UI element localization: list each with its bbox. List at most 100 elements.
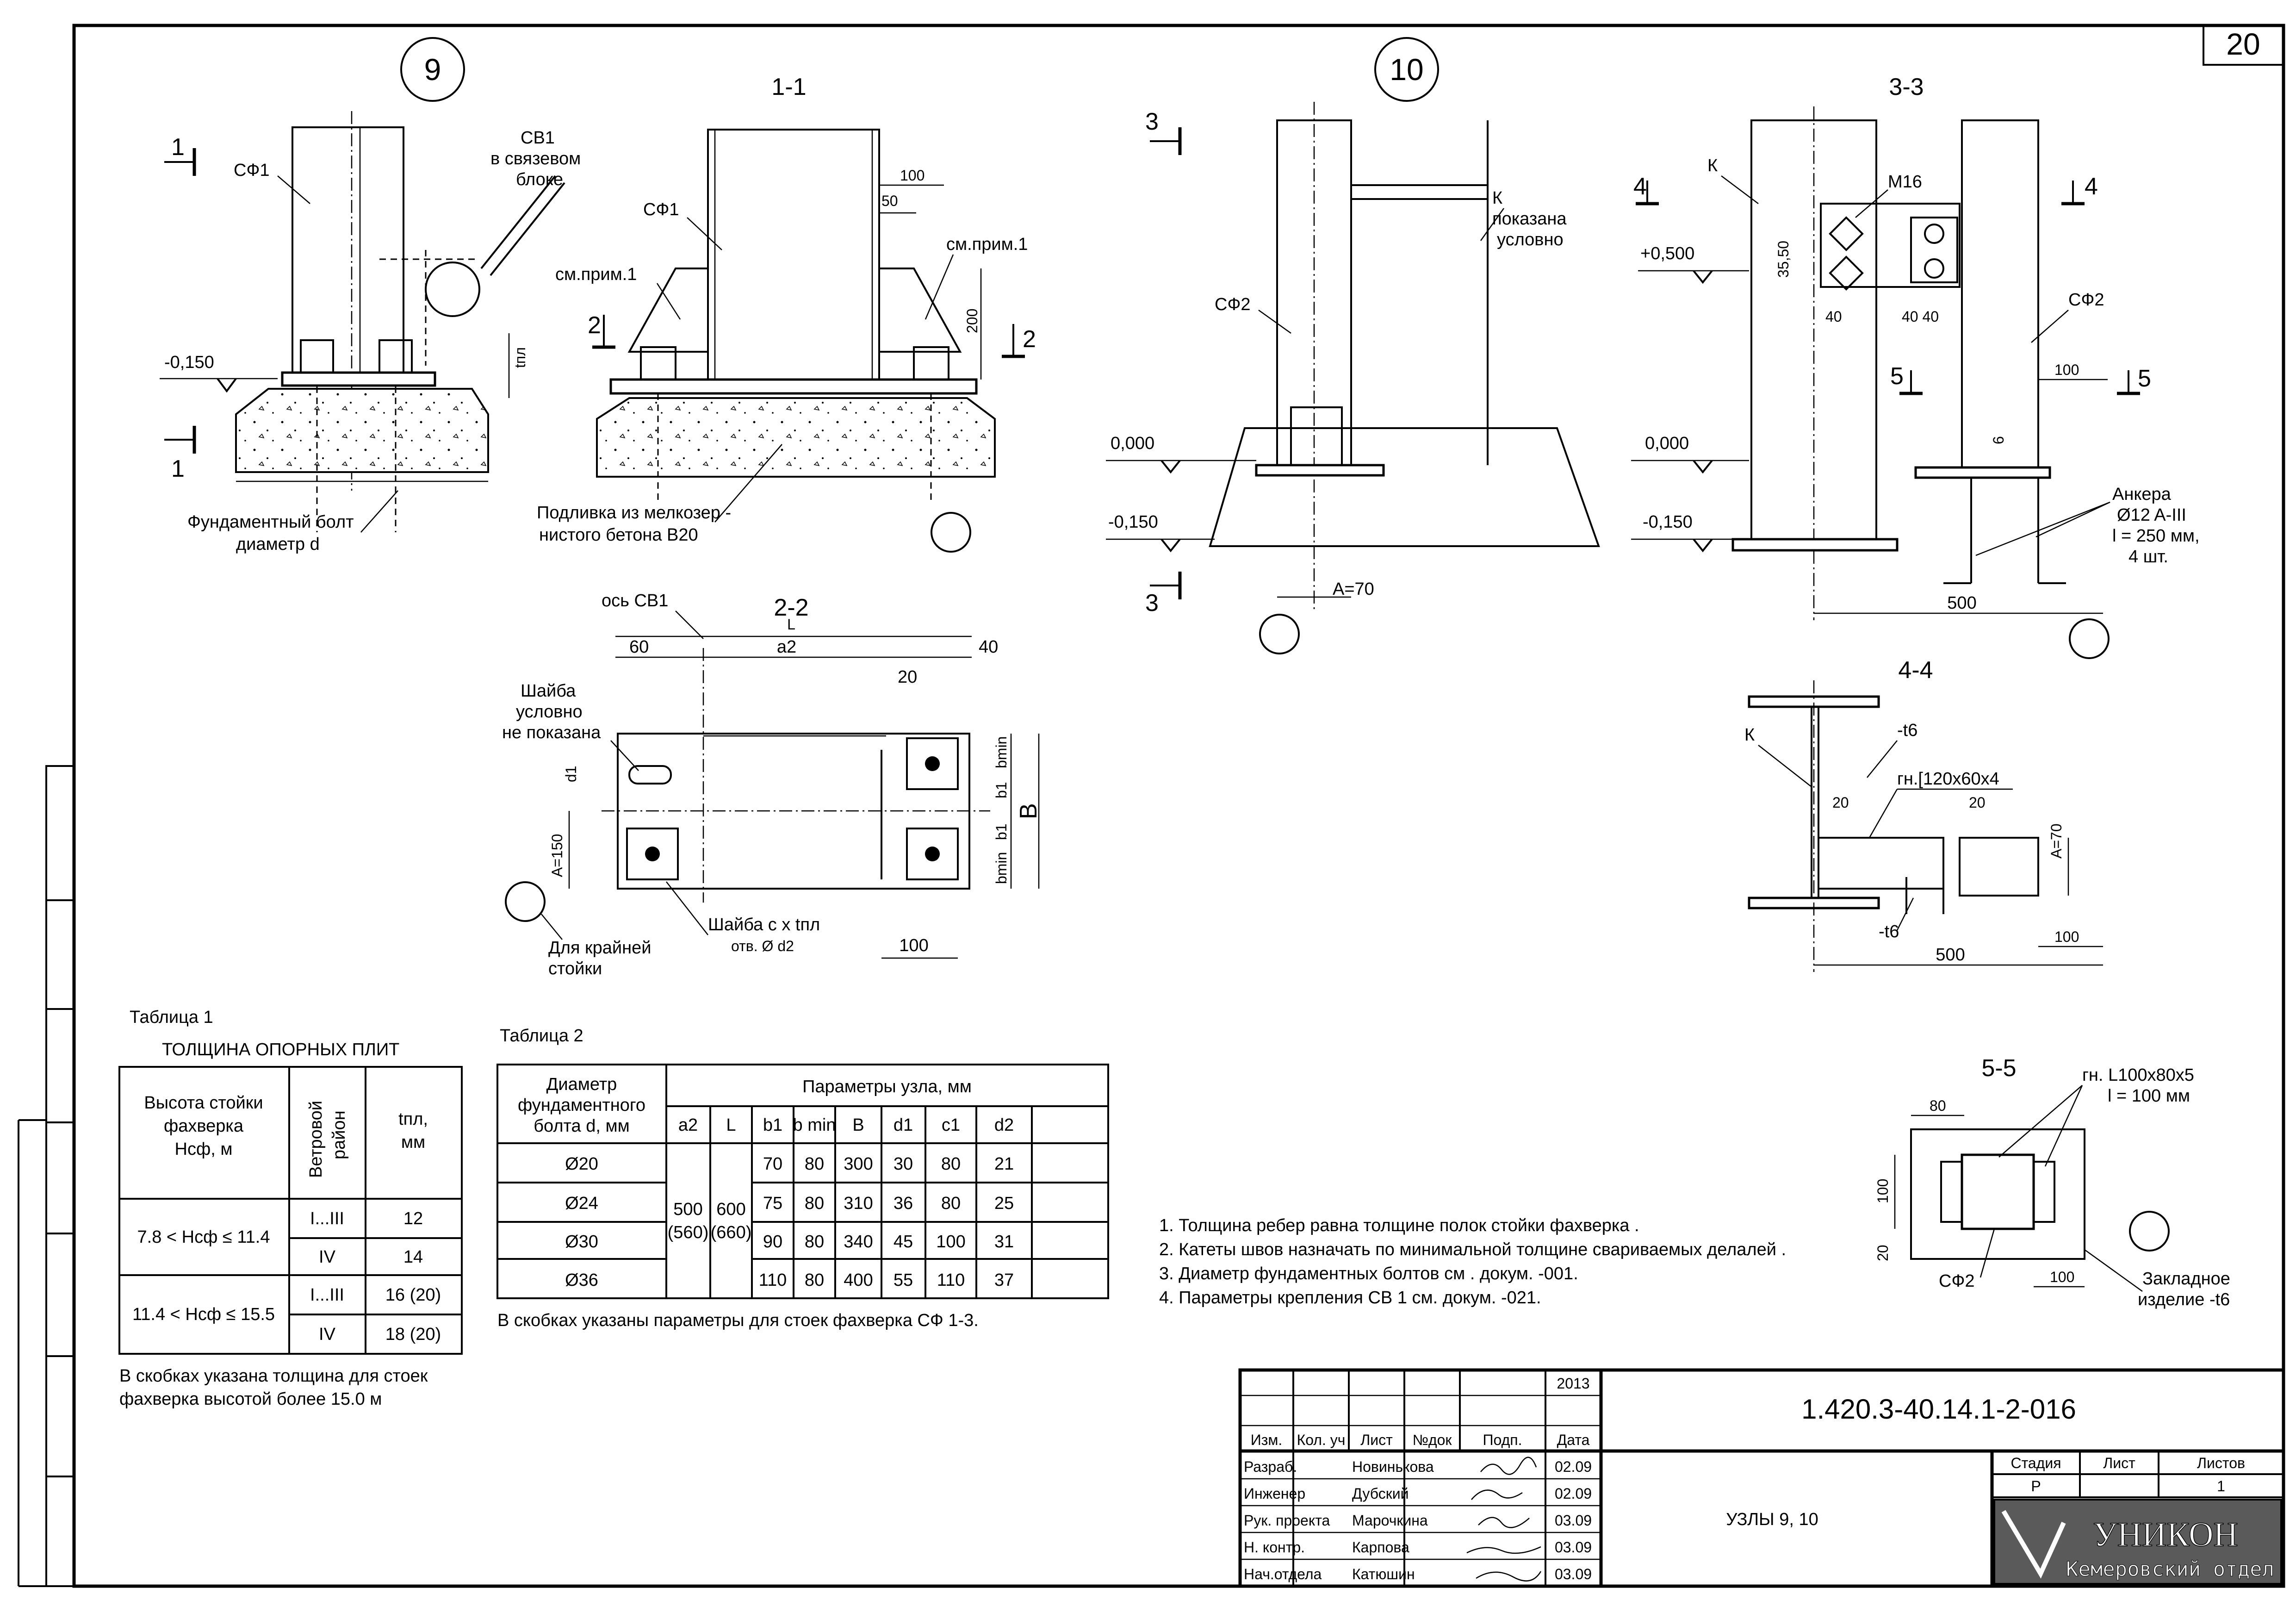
table-2-cell: Ø30: [565, 1232, 598, 1252]
embed-label-b: изделие -t6: [2138, 1290, 2230, 1309]
t1-r1a-zone: I...III: [310, 1209, 344, 1228]
dim-A70-44: A=70: [2048, 823, 2065, 859]
k-label-a: К: [1492, 188, 1502, 208]
sf2-label-55: СФ2: [1939, 1271, 1974, 1291]
table-2-cell: 55: [894, 1270, 913, 1290]
tb-role: Рук. проекта: [1244, 1512, 1330, 1529]
sec-3-top: 3: [1145, 108, 1159, 135]
level-0-33: 0,000: [1645, 434, 1689, 453]
table-2-cell: 80: [941, 1154, 961, 1174]
t2-a2-a: 500: [673, 1200, 702, 1219]
sec-1-bottom: 1: [171, 455, 185, 482]
washer2-label-b: отв. Ø d2: [731, 938, 794, 954]
table-2-cell: Ø20: [565, 1154, 598, 1174]
table-2-cell: Ø36: [565, 1270, 598, 1290]
table-2-cell: 37: [994, 1270, 1014, 1290]
level-500: +0,500: [1640, 244, 1694, 263]
table-2-cell: 110: [759, 1270, 787, 1290]
section-1-1-title: 1-1: [771, 74, 806, 100]
k-label-b: показана: [1492, 209, 1567, 229]
table-2-cell: 400: [844, 1270, 873, 1290]
dim-bmin-bottom: bmin: [993, 852, 1010, 884]
t2-hb: фундаментного: [518, 1096, 645, 1115]
angle-label-b: l = 100 мм: [2108, 1086, 2190, 1106]
table-2-cell: 300: [844, 1154, 873, 1174]
t1-foot-a: В скобках указана толщина для стоек: [119, 1366, 428, 1386]
dim-A70: A=70: [1333, 579, 1374, 599]
sf1-label-11: СФ1: [643, 200, 679, 219]
k-label-33: К: [1707, 156, 1718, 175]
t2-hc: болта d, мм: [534, 1116, 629, 1136]
section-3-3-view: 3-3 4 4 5 5 +0,500: [1631, 74, 2200, 659]
sec-5-right: 5: [2138, 365, 2151, 392]
section-2-2-view: 2-2 L ось СВ1 60 a2 40 20 Шайба условно …: [502, 591, 1042, 978]
note-left: см.прим.1: [555, 265, 637, 284]
note-1: 1. Толщина ребер равна толщине полок сто…: [1159, 1216, 1639, 1235]
t2-group: Параметры узла, мм: [802, 1077, 972, 1096]
table-2-cell: 90: [763, 1232, 782, 1252]
cb1-label-c: блоке: [516, 170, 563, 189]
level-150: -0,150: [1108, 512, 1158, 532]
tb-h-date: Дата: [1557, 1432, 1590, 1448]
t1-h3b: мм: [401, 1133, 425, 1152]
dim-b1-bottom: b1: [993, 823, 1010, 840]
notes: 1. Толщина ребер равна толщине полок сто…: [1159, 1216, 1786, 1308]
t1-r2a-zone: I...III: [310, 1285, 344, 1305]
t1-h1c: Нсф, м: [175, 1140, 233, 1159]
sf2-label-10: СФ2: [1215, 295, 1250, 314]
dim-500-33: 500: [1947, 593, 1976, 613]
washer2-label-a: Шайба с x tпл: [708, 915, 820, 934]
bolt-label-a: Фундаментный болт: [187, 512, 354, 532]
level-label: -0,150: [164, 353, 214, 372]
dim-60: 60: [629, 637, 649, 657]
dim-L: L: [787, 616, 795, 633]
t2-col-d1: d1: [894, 1115, 913, 1135]
node-9-marker: 9: [424, 52, 441, 87]
washer-label-a: Шайба: [521, 681, 576, 701]
table-2-cell: 36: [894, 1194, 913, 1213]
t1-h3a: tпл,: [398, 1109, 428, 1129]
t2-col-a2: a2: [678, 1115, 698, 1135]
sheet-header: Лист: [2103, 1455, 2135, 1471]
t6-label: -t6: [1897, 721, 1917, 740]
table-1: Таблица 1 ТОЛЩИНА ОПОРНЫХ ПЛИТ Высота ст…: [118, 1008, 463, 1409]
t1-r2-range: 11.4 < Нсф ≤ 15.5: [132, 1305, 275, 1324]
tb-role: Инженер: [1244, 1485, 1305, 1502]
tb-name: Дубский: [1352, 1485, 1409, 1502]
sheet-code: 1.420.3-40.14.1-2-016: [1801, 1394, 2076, 1425]
stage-header: Стадия: [2011, 1455, 2061, 1471]
logo-mark-icon: [2001, 1510, 2066, 1579]
note-right: см.прим.1: [946, 235, 1028, 254]
tb-h-sign: Подп.: [1483, 1432, 1522, 1448]
sec-2-right: 2: [1023, 326, 1036, 353]
table-1-caption: Таблица 1: [130, 1008, 213, 1027]
tb-h-kol: Кол. уч: [1297, 1432, 1346, 1448]
table-2-cell: 45: [894, 1232, 913, 1252]
dim-100: 100: [900, 167, 925, 184]
washer-label-c: не показана: [502, 723, 601, 742]
table-2-cell: 80: [941, 1194, 961, 1213]
axis-label: ось СВ1: [602, 591, 668, 610]
tb-date: 02.09: [1555, 1458, 1592, 1475]
cb1-label-b: в связевом: [490, 149, 581, 168]
anchor-label-c: l = 250 мм,: [2112, 526, 2200, 546]
anchor-label-a: Анкера: [2112, 485, 2172, 504]
note-4: 4. Параметры крепления СВ 1 см. докум. -…: [1159, 1288, 1541, 1308]
dim-B: B: [1015, 803, 1042, 819]
t2-a2-b: (560): [668, 1223, 709, 1242]
sheet-title: УЗЛЫ 9, 10: [1726, 1510, 1818, 1529]
m16-label: М16: [1888, 172, 1922, 192]
embed-label-a: Закладное: [2142, 1269, 2230, 1289]
department-name: Кемеровский отдел: [2066, 1557, 2274, 1581]
anchor-label-b: Ø12 A-III: [2117, 505, 2186, 525]
tube-label: гн.[120x60x4: [1897, 769, 1999, 789]
dim-d1: d1: [563, 766, 579, 782]
node-10-marker: 10: [1390, 52, 1423, 87]
sheets-header: Листов: [2197, 1455, 2245, 1471]
t1-r1b-zone: IV: [319, 1247, 336, 1267]
t1-r2b-t: 18 (20): [385, 1325, 441, 1344]
angle-label-a: гн. L100x80x5: [2082, 1065, 2194, 1085]
